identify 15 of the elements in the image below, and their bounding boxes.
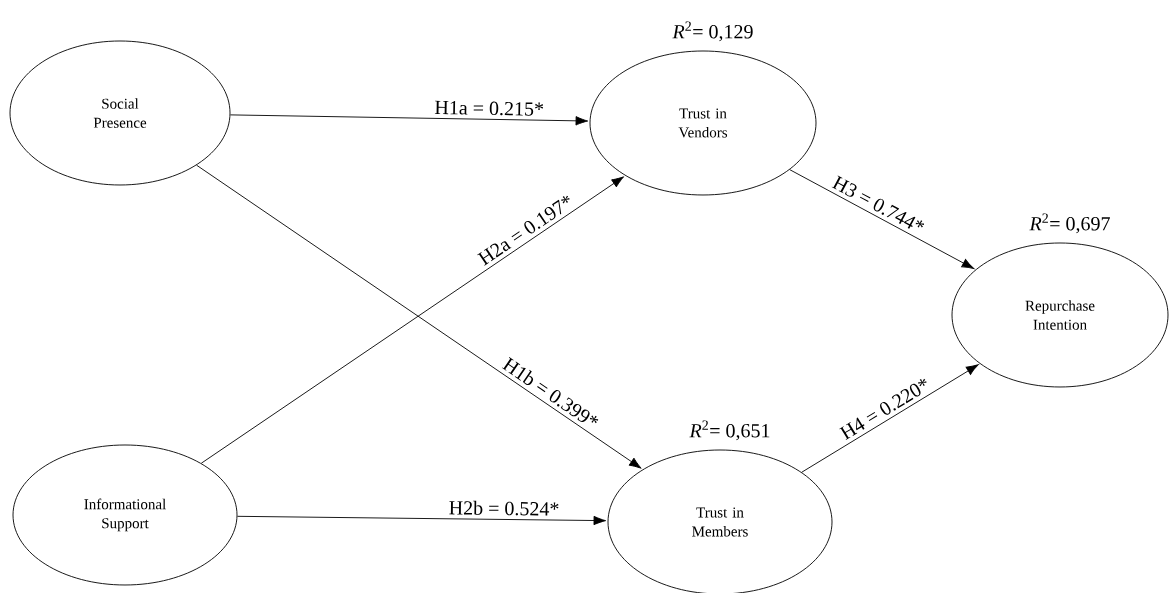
arrow <box>801 364 979 473</box>
r-squared-label: R$^{2}$= 0,651 <box>689 420 770 441</box>
ellipse-node: Informational Support <box>12 444 238 586</box>
edge-label: H3 = 0.744* <box>831 175 924 229</box>
ellipse-node: Repurchase Intention <box>951 242 1169 388</box>
edge-label: H1a = 0.215* <box>434 100 544 116</box>
arrow <box>789 169 975 270</box>
edge-label: H2b = 0.524* <box>449 500 559 516</box>
arrow <box>229 114 589 126</box>
ellipse-node: Trust in Vendors <box>589 50 817 196</box>
r-squared-label: R$^{2}$= 0,129 <box>672 21 753 42</box>
edge-label: H1b = 0.399* <box>501 357 599 424</box>
arrow <box>237 515 607 526</box>
ellipse-node: Social Presence <box>9 40 231 186</box>
r-squared-label: R$^{2}$= 0,697 <box>1029 213 1110 234</box>
